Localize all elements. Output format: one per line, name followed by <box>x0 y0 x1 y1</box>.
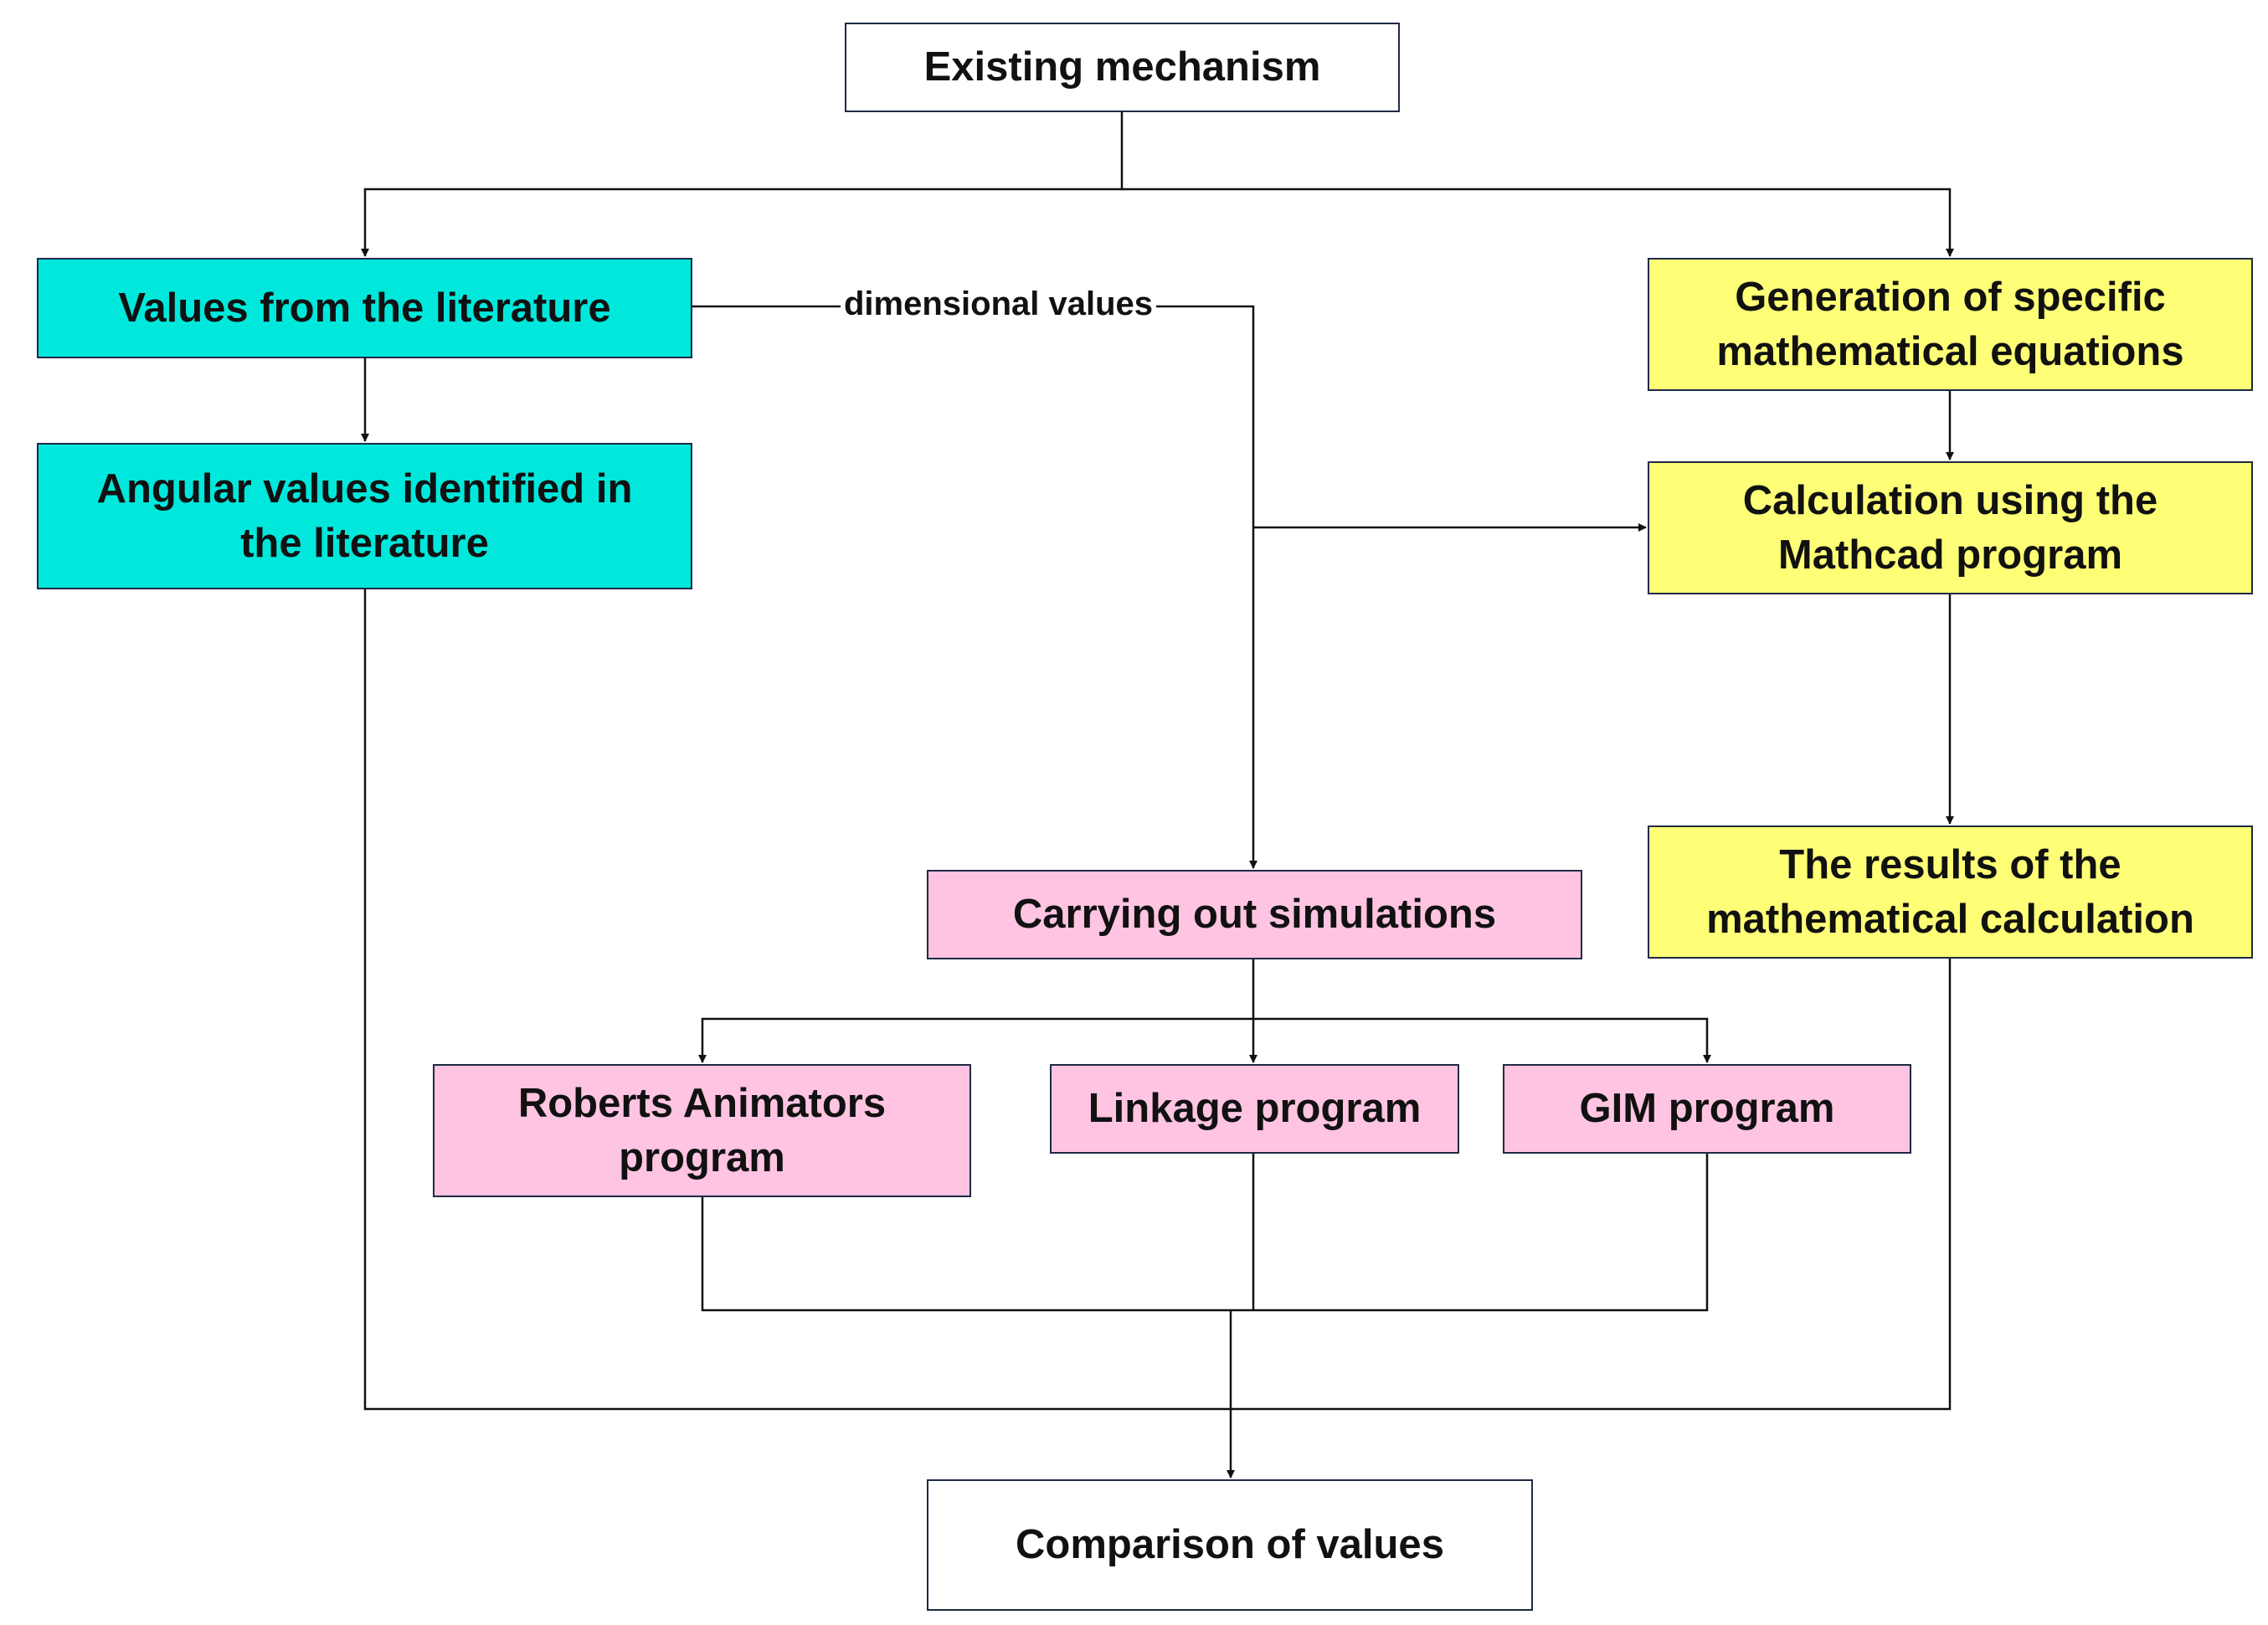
existing-mechanism-box: Existing mechanism <box>845 23 1400 112</box>
values-from-literature-box: Values from the literature <box>37 258 692 358</box>
roberts-animators-program-box: Roberts Animators program <box>433 1064 971 1197</box>
angular-values-box: Angular values identified in the literat… <box>37 443 692 589</box>
linkage-program-box: Linkage program <box>1050 1064 1459 1154</box>
math-results-box: The results of the mathematical calculat… <box>1648 825 2253 959</box>
edge-dimensional-values <box>692 305 1257 869</box>
gim-program-box: GIM program <box>1503 1064 1911 1154</box>
carrying-out-simulations-box: Carrying out simulations <box>927 870 1582 959</box>
edge-programs-merge <box>701 1154 1709 1312</box>
edge-existing-to-generation <box>1122 188 1954 257</box>
comparison-of-values-box: Comparison of values <box>927 1479 1533 1611</box>
edge-sim-to-gim <box>1253 1017 1711 1063</box>
edge-sim-split <box>698 959 1255 1063</box>
edge-existing-split <box>361 112 1124 257</box>
generation-equations-box: Generation of specific mathematical equa… <box>1648 258 2253 391</box>
mathcad-calculation-box: Calculation using the Mathcad program <box>1648 461 2253 594</box>
dimensional-values-label: dimensional values <box>841 285 1157 323</box>
edge-literature-results-loop <box>363 589 1952 1411</box>
